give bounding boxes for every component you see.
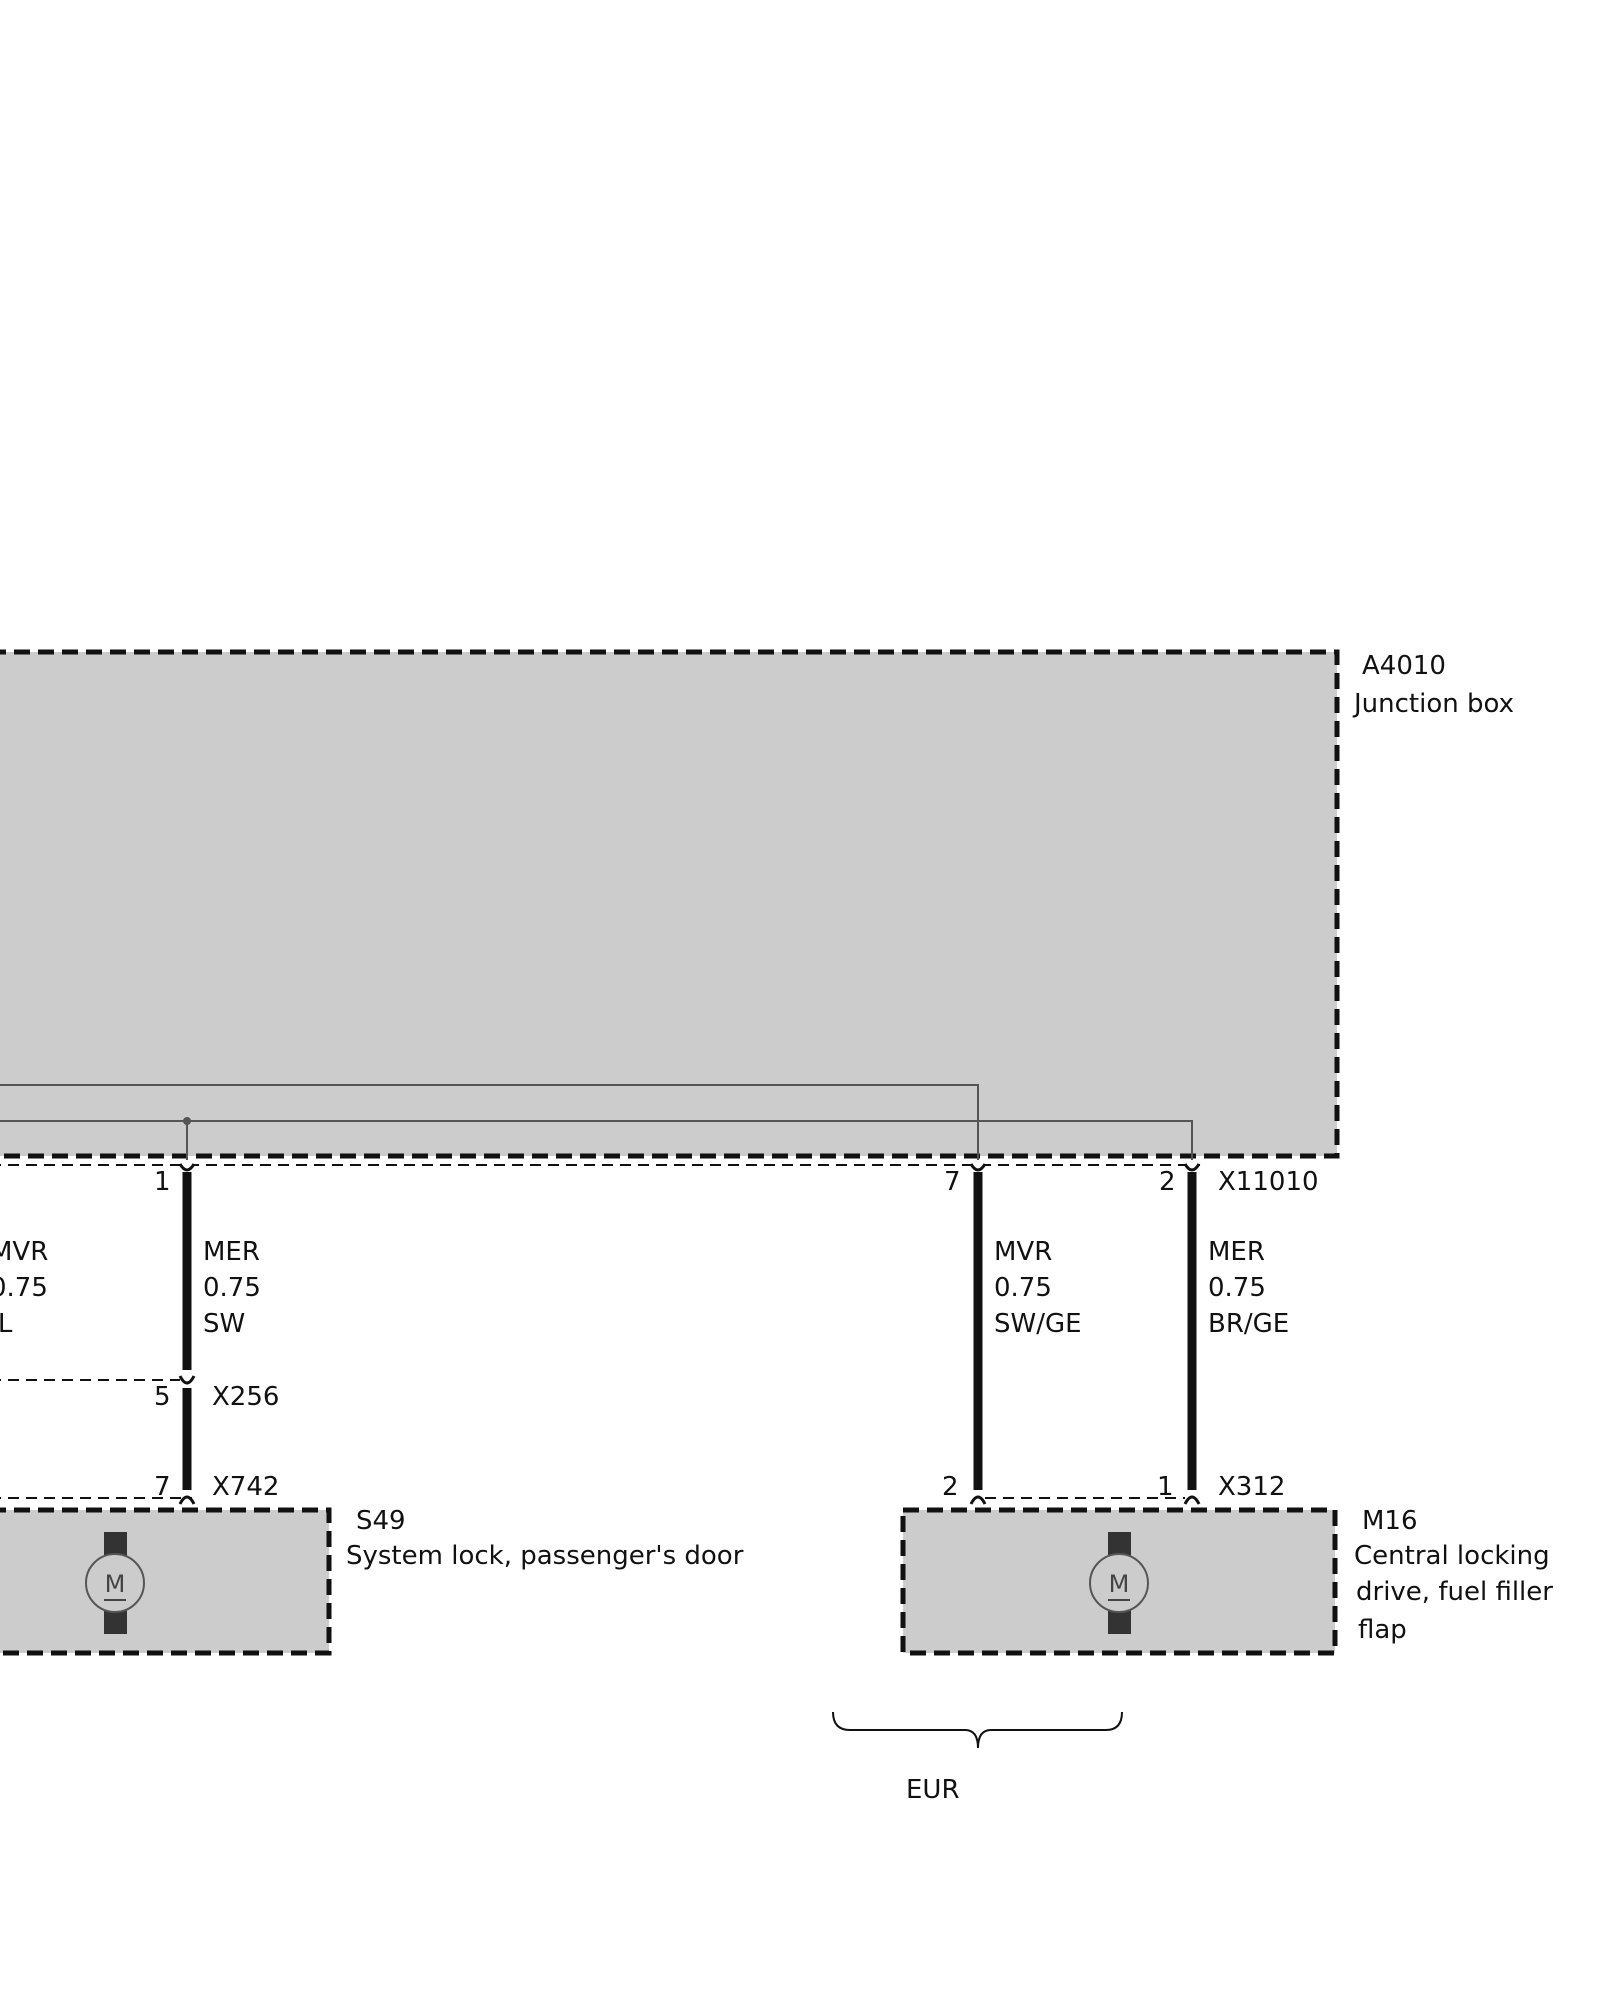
component-s49: 7 X742 S49 System lock, passenger's door… bbox=[0, 1472, 744, 1656]
wire-1-size: 0.75 bbox=[203, 1273, 261, 1303]
connector-x312-pin-2: 2 bbox=[942, 1472, 959, 1502]
pin-terminals bbox=[178, 1163, 1201, 1505]
region-bracket-label: EUR bbox=[906, 1775, 960, 1805]
wire-3-color: BR/GE bbox=[1208, 1309, 1289, 1339]
component-m16-name-line-2: drive, fuel filler bbox=[1356, 1577, 1553, 1607]
connector-x312-label: X312 bbox=[1218, 1472, 1285, 1502]
curly-brace bbox=[832, 1711, 1123, 1749]
motor-icon-label: M bbox=[1109, 1570, 1130, 1598]
routing-line-to-pin-2 bbox=[0, 1120, 1193, 1160]
wire-0-size: 0.75 bbox=[0, 1273, 48, 1303]
region-bracket-eur: EUR bbox=[832, 1711, 1123, 1805]
connector-x256: 5 X256 bbox=[0, 1379, 279, 1412]
component-s49-body bbox=[0, 1507, 332, 1656]
motor-icon-label: M bbox=[105, 1570, 126, 1598]
junction-dot bbox=[183, 1117, 191, 1125]
pin-7-label: 7 bbox=[944, 1167, 961, 1197]
wire-3-code: MER bbox=[1208, 1237, 1265, 1267]
component-s49-id: S49 bbox=[356, 1506, 406, 1536]
junction-box-name: Junction box bbox=[1352, 689, 1514, 719]
component-m16-name-line-1: Central locking bbox=[1354, 1541, 1550, 1571]
wire-0-code: MVR bbox=[0, 1237, 48, 1267]
wire-2-code: MVR bbox=[994, 1237, 1052, 1267]
routing-line-to-pin-7 bbox=[0, 1084, 979, 1160]
wire-0-color: BL bbox=[0, 1309, 13, 1339]
component-m16-id: M16 bbox=[1362, 1506, 1418, 1536]
terminal-x312-pin-2 bbox=[969, 1495, 987, 1505]
terminal-pin-2-top bbox=[1183, 1163, 1201, 1172]
connector-x11010: X11010 1 7 2 bbox=[0, 1164, 1319, 1197]
component-m16: 2 1 X312 M16 Central locking drive, fuel… bbox=[900, 1472, 1553, 1656]
wire-2-size: 0.75 bbox=[994, 1273, 1052, 1303]
connector-x256-pin: 5 bbox=[154, 1382, 171, 1412]
component-m16-name-line-3: flap bbox=[1358, 1615, 1407, 1645]
connector-x742-pin: 7 bbox=[154, 1472, 171, 1502]
connector-x742-label: X742 bbox=[212, 1472, 279, 1502]
connector-x312-pin-1: 1 bbox=[1157, 1472, 1174, 1502]
connector-x11010-label: X11010 bbox=[1218, 1167, 1319, 1197]
connector-x256-label: X256 bbox=[212, 1382, 279, 1412]
terminal-x312-pin-1 bbox=[1183, 1495, 1201, 1505]
wire-1-color: SW bbox=[203, 1309, 245, 1339]
component-s49-name: System lock, passenger's door bbox=[346, 1541, 744, 1571]
terminal-x256-pin bbox=[178, 1375, 196, 1385]
motor-icon: M bbox=[85, 1532, 145, 1634]
wire-labels: MVR 0.75 BL MER 0.75 SW MVR 0.75 SW/GE M… bbox=[0, 1237, 1289, 1339]
pin-1-label: 1 bbox=[154, 1167, 171, 1197]
wire-2-color: SW/GE bbox=[994, 1309, 1082, 1339]
junction-box-a4010: A4010 Junction box bbox=[0, 649, 1514, 1159]
wires bbox=[182, 1172, 1197, 1490]
junction-box-body bbox=[0, 649, 1340, 1159]
motor-icon: M bbox=[1089, 1532, 1149, 1634]
wire-3-size: 0.75 bbox=[1208, 1273, 1266, 1303]
internal-routing bbox=[0, 1084, 1193, 1160]
pin-2-label: 2 bbox=[1159, 1167, 1176, 1197]
wire-1-code: MER bbox=[203, 1237, 260, 1267]
terminal-pin-1-top bbox=[178, 1163, 196, 1172]
junction-box-id: A4010 bbox=[1362, 651, 1446, 681]
terminal-pin-7-top bbox=[969, 1163, 987, 1172]
